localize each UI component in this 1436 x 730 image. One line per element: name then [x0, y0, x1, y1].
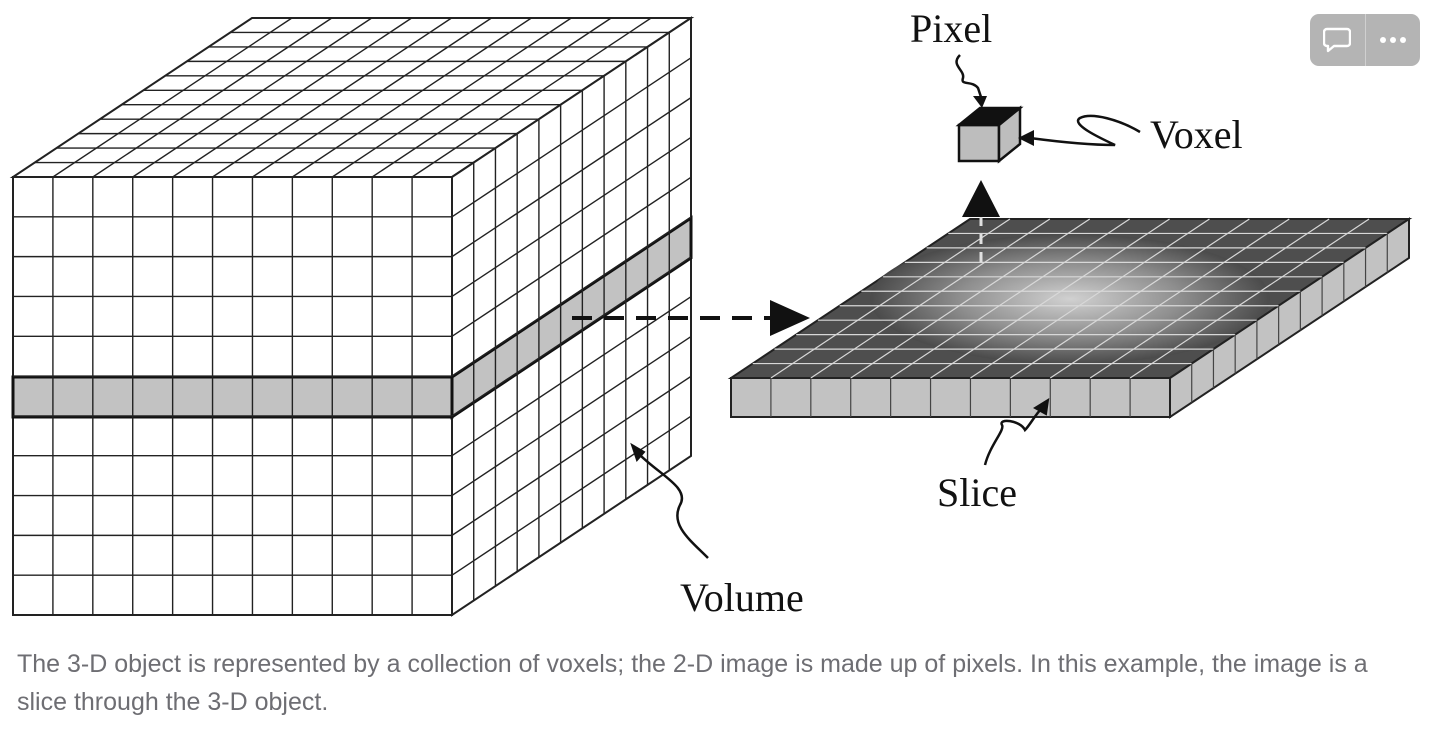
pixel-lift-arrow	[962, 180, 1000, 262]
label-volume: Volume	[680, 575, 804, 620]
slice-plate	[727, 217, 1413, 419]
volume-slice-diagram: Pixel Voxel Volume Slice	[9, 6, 1413, 620]
comment-button[interactable]	[1310, 14, 1365, 66]
speech-bubble-icon	[1323, 27, 1352, 53]
slice-side-face	[1169, 217, 1410, 419]
pixel-leader	[955, 54, 987, 108]
ellipsis-icon	[1379, 37, 1406, 43]
slice-leader	[983, 398, 1050, 466]
voxel-cube	[955, 105, 1024, 164]
image-toolbar	[1310, 14, 1420, 66]
toolbar-divider	[1364, 14, 1366, 66]
volume-highlight-band-front	[11, 375, 454, 419]
slice-front-face	[730, 377, 1171, 418]
more-options-button[interactable]	[1365, 14, 1420, 66]
slice-extraction-arrow	[572, 300, 810, 336]
voxel-side-face	[997, 105, 1022, 164]
volume-leader	[630, 442, 709, 559]
label-voxel: Voxel	[1150, 112, 1243, 157]
volume-highlight-band-side	[450, 215, 693, 420]
figure-caption: The 3-D object is represented by a colle…	[17, 650, 1368, 716]
voxel-leader	[1018, 114, 1141, 147]
slice-grid-lines	[752, 218, 1388, 417]
label-pixel: Pixel	[910, 6, 992, 51]
voxel-front-face	[957, 123, 1001, 163]
label-slice: Slice	[937, 470, 1017, 515]
cube-grid-lines	[13, 17, 692, 615]
volume-cube	[9, 16, 695, 617]
slice-scan-image	[870, 234, 1270, 364]
